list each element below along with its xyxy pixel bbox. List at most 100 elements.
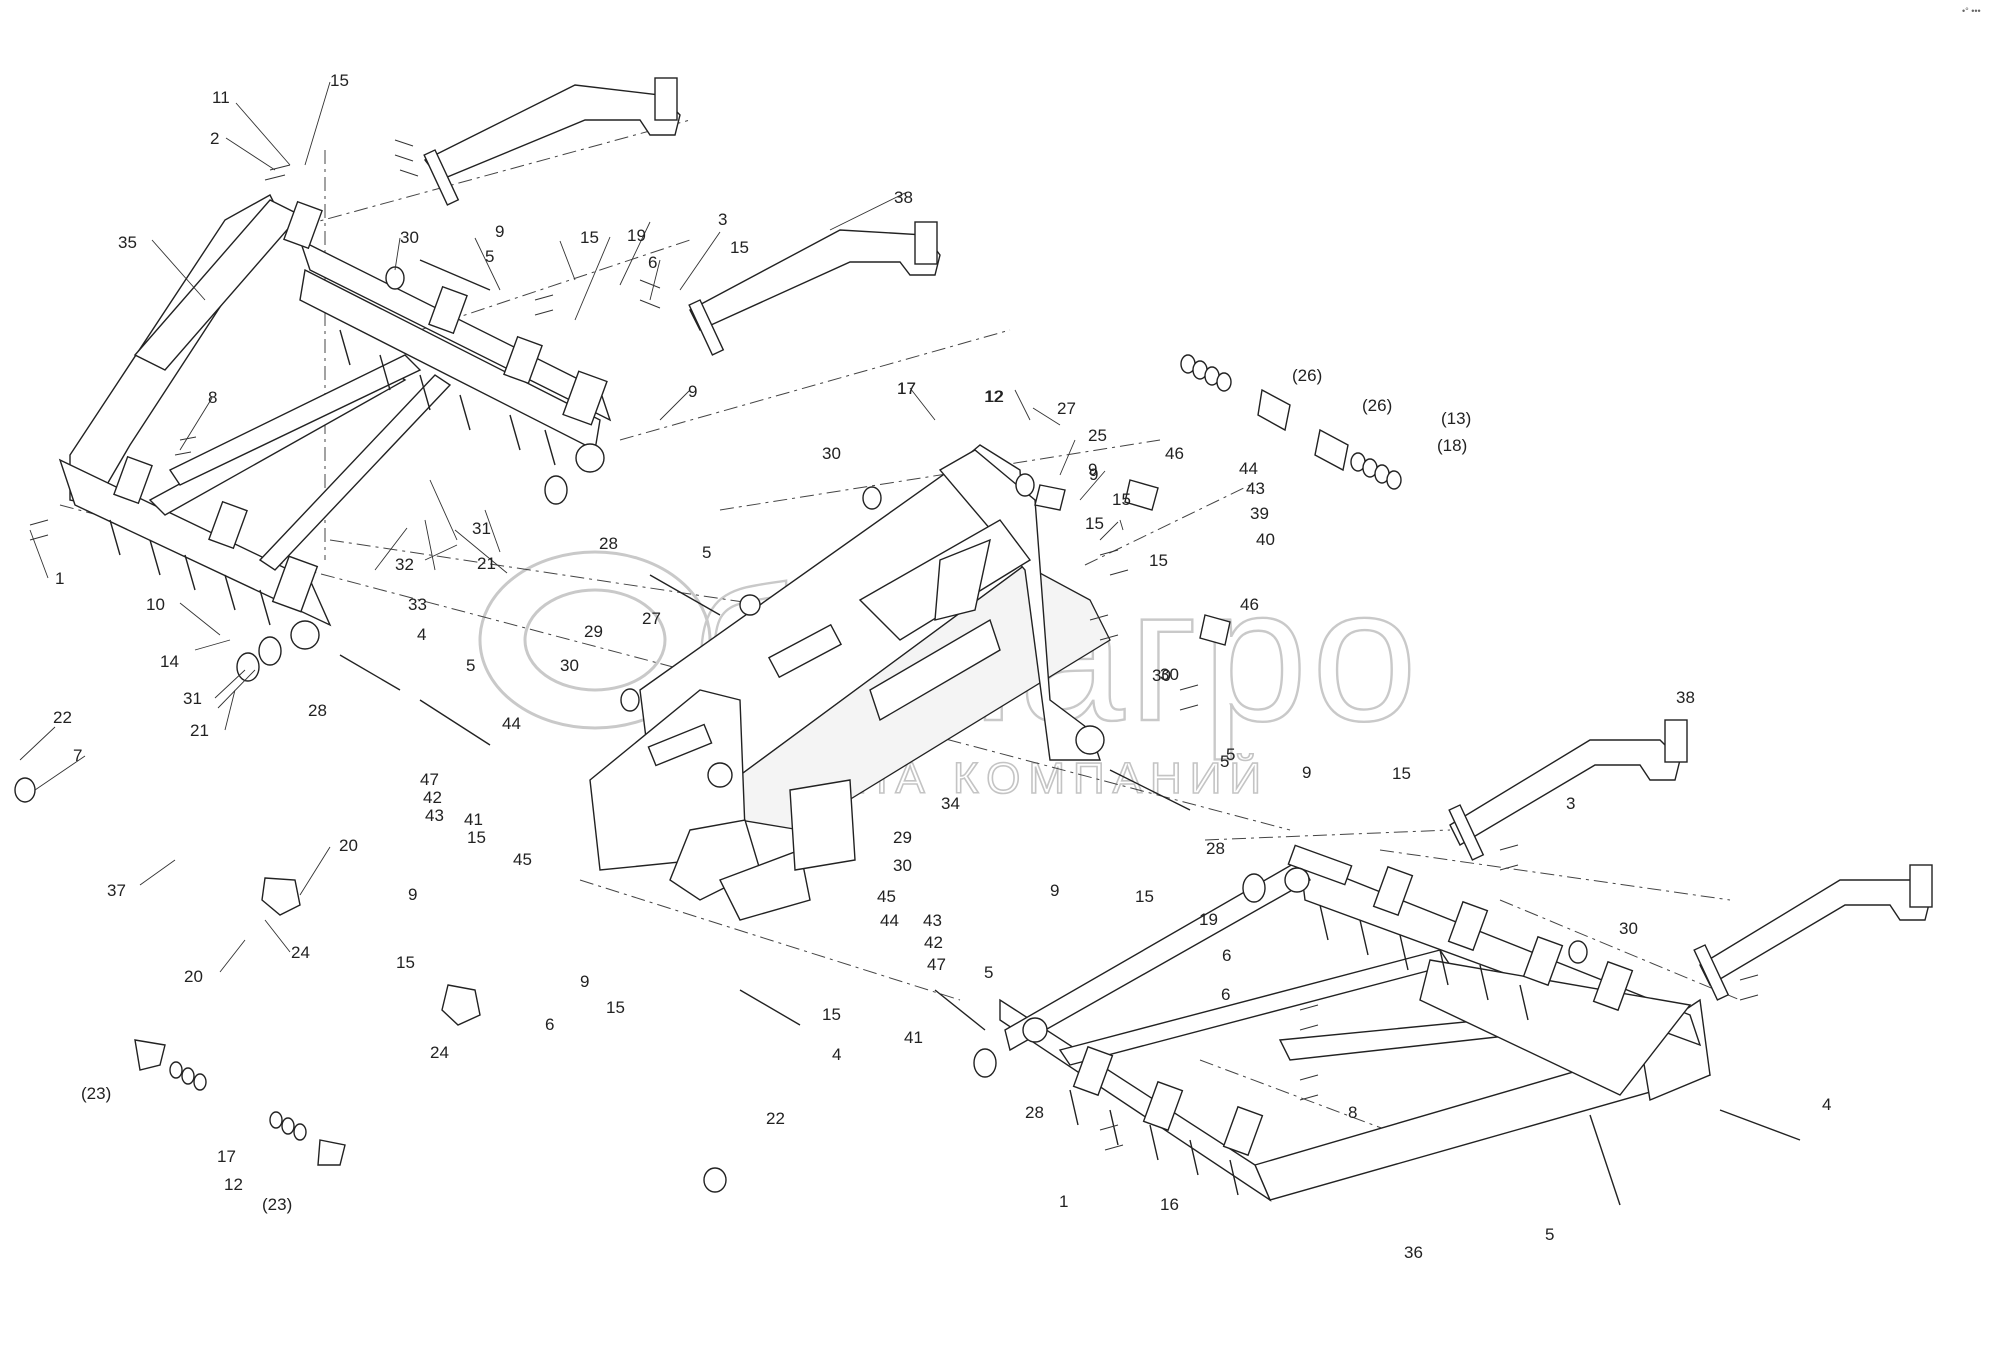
callout-label: 4	[1822, 1095, 1831, 1114]
callout-label: 42	[924, 933, 943, 952]
callout-labels: 11 15 2 35 30 9 15 19 3 15 5 6 38 9 8 1 …	[53, 71, 1831, 1262]
callout-label: 38	[1676, 688, 1695, 707]
callout-leaders	[19, 81, 1124, 973]
callout-label: 20	[339, 836, 358, 855]
callout-label: 41	[464, 810, 483, 829]
callout-label: 15	[822, 1005, 841, 1024]
right-frame-36	[999, 844, 1711, 1202]
callout-label: 17	[897, 379, 916, 398]
callout-label: 5	[1226, 745, 1235, 764]
callout-label: (18)	[1437, 436, 1467, 455]
callout-label: 33	[408, 595, 427, 614]
callout-label: 25	[1088, 426, 1107, 445]
callout-label: 46	[1165, 444, 1184, 463]
callout-label: 5	[485, 247, 494, 266]
callout-label: 42	[423, 788, 442, 807]
callout-label: 28	[1025, 1103, 1044, 1122]
callout-label: 36	[1404, 1243, 1423, 1262]
callout-label: 30	[1619, 919, 1638, 938]
callout-label: 19	[1199, 910, 1218, 929]
callout-label: 9	[1088, 460, 1097, 479]
callout-label: 15	[606, 998, 625, 1017]
callout-label: 9	[688, 382, 697, 401]
callout-label: 15	[1112, 490, 1131, 509]
callout-label: 17	[897, 379, 916, 398]
callout-label: 45	[513, 850, 532, 869]
callout-label: 14	[160, 652, 179, 671]
callout-label: 28	[1206, 839, 1225, 858]
upper-link-arms-right	[1448, 719, 1933, 1001]
callout-label: 41	[904, 1028, 923, 1047]
callout-label: 6	[545, 1015, 554, 1034]
callout-label: 9	[408, 885, 417, 904]
callout-label: 44	[1239, 459, 1258, 478]
callout-label: 30	[400, 228, 419, 247]
callout-label: 30	[1160, 665, 1179, 684]
callout-label: 20	[184, 967, 203, 986]
callout-label: 21	[190, 721, 209, 740]
callout-label: 19	[627, 226, 646, 245]
callout-label: 28	[308, 701, 327, 720]
callout-label: 10	[146, 595, 165, 614]
callout-label: 44	[880, 911, 899, 930]
callout-label: 29	[893, 828, 912, 847]
callout-label: 43	[923, 911, 942, 930]
callout-label: 27	[1057, 399, 1076, 418]
callout-label: 47	[927, 955, 946, 974]
callout-label: 44	[502, 714, 521, 733]
callout-label: 40	[1256, 530, 1275, 549]
callout-label: 47	[420, 770, 439, 789]
callout-label: 3	[718, 210, 727, 229]
upper-link-arms-left	[423, 77, 941, 356]
callout-label: 9	[1089, 465, 1098, 484]
callout-label: 37	[107, 881, 126, 900]
callout-label: 5	[1545, 1225, 1554, 1244]
callout-label: 4	[417, 625, 426, 644]
callout-label: 9	[1050, 881, 1059, 900]
callout-label: 30	[560, 656, 579, 675]
callout-label: 24	[430, 1043, 449, 1062]
callout-label: 11	[212, 88, 230, 107]
callout-label: 31	[183, 689, 202, 708]
callout-label: 43	[1246, 479, 1265, 498]
assembly-center-lines	[59, 119, 1741, 1151]
callout-label: 15	[1135, 887, 1154, 906]
callout-label: 8	[208, 388, 217, 407]
callout-label: 31	[472, 519, 491, 538]
callout-label: 15	[396, 953, 415, 972]
callout-label: 1	[55, 569, 64, 588]
callout-label: 15	[730, 238, 749, 257]
callout-label: (26)	[1292, 366, 1322, 385]
callout-label: 9	[580, 972, 589, 991]
callout-label: (13)	[1441, 409, 1471, 428]
callout-label: 5	[466, 656, 475, 675]
callout-label: 43	[425, 806, 444, 825]
callout-label: 38	[894, 188, 913, 207]
callout-label: 6	[1222, 946, 1231, 965]
callout-label: 32	[395, 555, 414, 574]
callout-label: 2	[210, 129, 219, 148]
left-frame-35	[58, 194, 612, 650]
callout-label: 4	[832, 1045, 841, 1064]
callout-label: 6	[648, 253, 657, 272]
callout-label: 30	[893, 856, 912, 875]
callout-label: 21	[477, 554, 496, 573]
callout-label: 12	[224, 1175, 243, 1194]
callout-label: 17	[217, 1147, 236, 1166]
callout-label: 16	[1160, 1195, 1179, 1214]
callout-label: 35	[118, 233, 137, 252]
central-frame-34	[589, 444, 1111, 921]
callout-label: 5	[702, 543, 711, 562]
callout-label: 29	[584, 622, 603, 641]
callout-label: 1	[1059, 1192, 1068, 1211]
callout-label: 8	[1348, 1103, 1357, 1122]
callout-label: 46	[1240, 595, 1259, 614]
callout-label: 39	[1250, 504, 1269, 523]
callout-label: 30	[822, 444, 841, 463]
rods-and-bolts	[14, 139, 1801, 1206]
callout-label: 15	[580, 228, 599, 247]
callout-label: 22	[766, 1109, 785, 1128]
callout-label: 7	[73, 746, 82, 765]
callout-label: (23)	[81, 1084, 111, 1103]
